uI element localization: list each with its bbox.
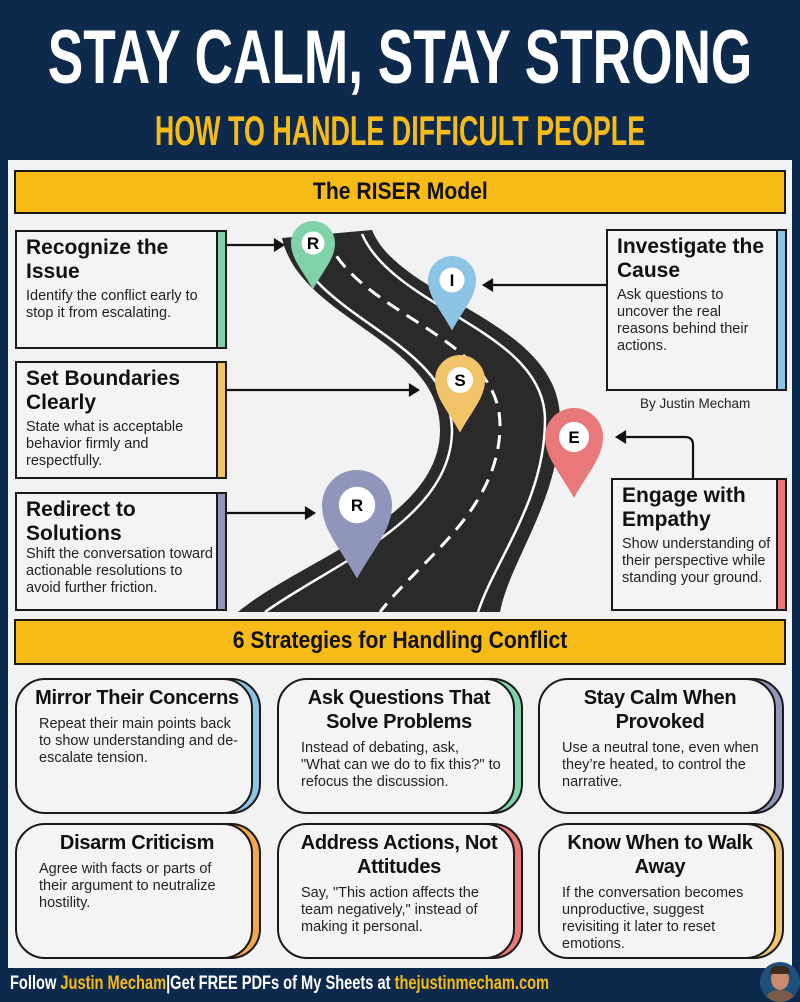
card-text: Say, "This action affects the team negat…: [301, 885, 479, 935]
pin-badge: [447, 367, 473, 393]
card-title: Know When to Walk Away: [567, 832, 753, 878]
color-stripe: [216, 363, 225, 477]
step-title: Set Boundaries Clearly: [26, 367, 181, 414]
card-title: Ask Questions That Solve Problems: [307, 687, 491, 733]
author-credit: By Justin Mecham: [640, 396, 751, 411]
footer-website-link[interactable]: thejustinmecham.com: [394, 973, 550, 994]
step-text: Shift the conversation toward actionable…: [26, 546, 213, 596]
riser-heading-bar: The RISER Model: [14, 170, 786, 214]
step-text: Identify the conflict early to stop it f…: [26, 288, 198, 321]
step-text: Show understanding of their perspective …: [622, 536, 771, 586]
color-stripe: [776, 480, 785, 609]
step-title: Investigate the Cause: [617, 235, 765, 282]
step-engage-box: Engage with Empathy Show understanding o…: [611, 478, 787, 611]
author-avatar: [760, 962, 800, 1002]
color-stripe: [216, 494, 225, 609]
step-text: Ask questions to uncover the real reason…: [617, 287, 749, 354]
pin-letter: E: [568, 428, 579, 447]
pin-engage: E: [545, 408, 603, 498]
pin-marker-icon: [428, 256, 476, 331]
riser-heading: The RISER Model: [312, 178, 488, 205]
color-stripe: [216, 232, 225, 347]
card-text: Use a neutral tone, even when they’re he…: [562, 740, 759, 790]
step-redirect-box: Redirect to Solutions Shift the conversa…: [15, 492, 227, 611]
footer: Follow Justin Mecham|Get FREE PDFs of My…: [10, 968, 765, 1000]
step-title: Redirect to Solutions: [26, 498, 136, 545]
step-investigate-box: Investigate the Cause Ask questions to u…: [606, 229, 787, 391]
strategy-card: Mirror Their Concerns Repeat their main …: [15, 678, 261, 814]
card-body: Know When to Walk Away If the conversati…: [538, 823, 776, 959]
card-text: If the conversation becomes unproductive…: [562, 885, 744, 952]
strategy-card: Ask Questions That Solve Problems Instea…: [277, 678, 523, 814]
pin-badge: [301, 231, 325, 255]
pin-letter: S: [454, 371, 465, 390]
arrow-engage: [620, 435, 695, 478]
card-text: Instead of debating, ask, "What can we d…: [301, 740, 501, 790]
pin-badge: [558, 421, 590, 453]
pin-investigate: I: [428, 256, 476, 331]
card-title: Stay Calm When Provoked: [583, 687, 737, 733]
strategy-card: Know When to Walk Away If the conversati…: [538, 823, 784, 959]
pin-recognize: R: [291, 221, 335, 290]
road-edge-right: [360, 233, 547, 613]
step-title: Engage with Empathy: [622, 484, 746, 531]
pin-marker-icon: [322, 470, 392, 579]
card-title: Address Actions, Not Attitudes: [300, 832, 498, 878]
pin-marker-icon: [545, 408, 603, 498]
card-text: Agree with facts or parts of their argum…: [39, 861, 216, 911]
footer-follow: Follow: [10, 973, 57, 994]
strategy-card: Address Actions, Not Attitudes Say, "Thi…: [277, 823, 523, 959]
card-body: Address Actions, Not Attitudes Say, "Thi…: [277, 823, 515, 959]
step-text: State what is acceptable behavior firmly…: [26, 419, 184, 469]
pin-marker-icon: [435, 355, 485, 433]
card-body: Ask Questions That Solve Problems Instea…: [277, 678, 515, 814]
road-edge-left: [264, 239, 454, 614]
footer-author-link[interactable]: Justin Mecham: [60, 973, 167, 994]
card-body: Mirror Their Concerns Repeat their main …: [15, 678, 253, 814]
footer-separator: |: [166, 973, 171, 994]
strategies-heading: 6 Strategies for Handling Conflict: [232, 627, 568, 654]
road: [238, 230, 560, 612]
page-subtitle: HOW TO HANDLE DIFFICULT PEOPLE: [154, 107, 646, 154]
card-text: Repeat their main points back to show un…: [39, 716, 239, 766]
pin-letter: R: [351, 496, 363, 515]
card-title: Disarm Criticism: [59, 832, 215, 854]
step-title: Recognize the Issue: [26, 236, 169, 283]
pin-badge: [338, 486, 376, 524]
card-title: Mirror Their Concerns: [35, 687, 239, 709]
card-body: Disarm Criticism Agree with facts or par…: [15, 823, 253, 959]
strategy-card: Stay Calm When Provoked Use a neutral to…: [538, 678, 784, 814]
footer-cta: Get FREE PDFs of My Sheets at: [170, 973, 391, 994]
pin-set-boundaries: S: [435, 355, 485, 433]
pin-marker-icon: [291, 221, 335, 290]
step-recognize-box: Recognize the Issue Identify the conflic…: [15, 230, 227, 349]
pin-badge: [439, 267, 465, 293]
color-stripe: [776, 231, 785, 389]
card-body: Stay Calm When Provoked Use a neutral to…: [538, 678, 776, 814]
strategy-card: Disarm Criticism Agree with facts or par…: [15, 823, 261, 959]
road-center-line: [324, 235, 502, 613]
pin-letter: I: [450, 271, 455, 290]
pin-redirect: R: [322, 470, 392, 579]
step-set-boundaries-box: Set Boundaries Clearly State what is acc…: [15, 361, 227, 479]
strategies-heading-bar: 6 Strategies for Handling Conflict: [14, 619, 786, 665]
pin-letter: R: [307, 234, 319, 253]
page-title: STAY CALM, STAY STRONG: [47, 15, 753, 100]
